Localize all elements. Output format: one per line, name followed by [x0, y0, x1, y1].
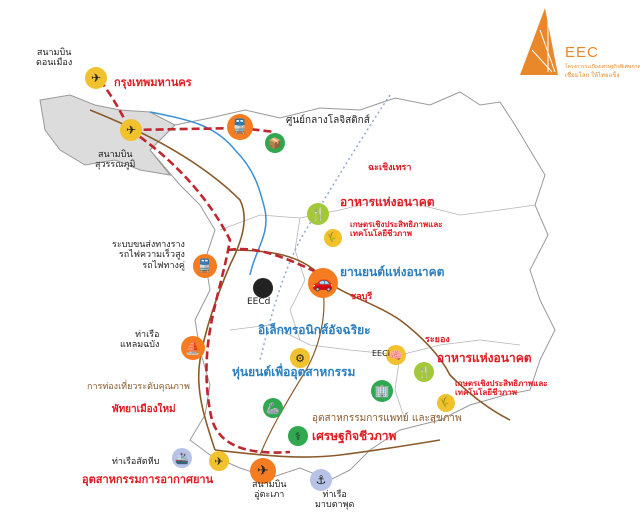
road — [214, 439, 441, 458]
label-chonburi: ชลบุรี — [350, 292, 373, 302]
river — [149, 111, 267, 276]
road — [89, 109, 245, 451]
label-map-ta-phut: ท่าเรือมาบตาพุด — [315, 490, 355, 511]
building-icon: 🏢 — [371, 380, 393, 402]
label-electronics: อิเล็กทรอนิกส์อัจฉริยะ — [258, 323, 371, 337]
province-border — [289, 217, 306, 341]
robot-arm-icon: 🦾 — [263, 398, 283, 418]
province-border — [394, 354, 406, 421]
logistics-icon: 📦 — [265, 133, 285, 153]
airplane-icon: ✈ — [250, 458, 276, 484]
label-eeci: EECi — [372, 349, 390, 358]
agriculture-icon: 🌾 — [437, 394, 455, 412]
road — [229, 249, 511, 421]
label-chachoengsao: ฉะเชิงเทรา — [368, 163, 412, 173]
eec-logo-tagline: โครงการระเบียงเศรษฐกิจพิเศษภาคตะวันออก — [565, 64, 640, 70]
label-logistics: ศูนย์กลางโลจิสติกส์ — [286, 115, 370, 126]
port-icon: ⚓ — [310, 469, 332, 491]
airplane-icon: ✈ — [120, 119, 142, 141]
eec-logo-slogan: เชื่อมโลก ให้ไทยแข็ง — [565, 72, 620, 79]
medical-icon: ⚕ — [288, 426, 308, 446]
province-border — [229, 324, 521, 356]
label-robotics: หุ่นยนต์เพื่ออุตสาหกรรม — [232, 365, 356, 379]
label-bio-economy: เศรษฐกิจชีวภาพ — [312, 429, 397, 443]
label-agri-bio-2: เกษตรเชิงประสิทธิภาพและเทคโนโลยีชีวภาพ — [455, 379, 548, 398]
road — [259, 274, 325, 456]
eec-logo-text: EEC — [565, 44, 599, 61]
car-icon: 🚗 — [308, 268, 338, 298]
label-rail-system: ระบบขนส่งทางรางรถไฟความเร็วสูงรถไฟทางคู่ — [112, 240, 185, 271]
province-border — [219, 199, 536, 231]
gear-icon: ⚙ — [290, 348, 310, 368]
brain-icon: 🧠 — [386, 345, 406, 365]
label-food-future-1: อาหารแห่งอนาคต — [340, 195, 435, 209]
label-rayong: ระยอง — [425, 335, 450, 345]
label-aviation: อุตสาหกรรมการอากาศยาน — [82, 473, 214, 486]
airplane-icon: ✈ — [85, 67, 107, 89]
cruise-ship-icon: 🚢 — [172, 448, 192, 468]
label-auto-future: ยานยนต์แห่งอนาคต — [340, 265, 445, 279]
label-food-future-2: อาหารแห่งอนาคต — [437, 351, 532, 365]
ship-icon: ⛵ — [181, 336, 205, 360]
label-bangkok: กรุงเทพมหานคร — [114, 76, 192, 89]
cloud-icon: ☁ — [253, 278, 273, 298]
label-pattaya: พัทยาเมืองใหม่ — [112, 404, 176, 415]
bangkok-region — [39, 94, 176, 176]
label-suvarnabhumi: สนามบินสุวรรณภูมิ — [95, 150, 136, 171]
label-laem-chabang: ท่าเรือแหลมฉบัง — [120, 330, 160, 351]
label-eecd: EECd — [247, 297, 271, 307]
agriculture-icon: 🌾 — [324, 229, 342, 247]
fork-knife-icon: 🍴 — [414, 362, 434, 382]
eec-logo-mark — [520, 8, 558, 75]
label-utapao: สนามบินอู่ตะเภา — [252, 480, 287, 501]
train-icon: 🚆 — [227, 114, 253, 140]
high-speed-rail — [98, 79, 276, 134]
label-tourism: การท่องเที่ยวระดับคุณภาพ — [87, 382, 190, 392]
label-medical: อุตสาหกรรมการแพทย์ และสุขภาพ — [312, 413, 462, 424]
label-agri-bio-1: เกษตรเชิงประสิทธิภาพและเทคโนโลยีชีวภาพ — [350, 220, 443, 239]
high-speed-rail — [129, 128, 291, 454]
label-sattahip: ท่าเรือสัตหีบ — [112, 457, 160, 467]
airplane-icon: ✈ — [209, 451, 229, 471]
boundary-dotted — [259, 94, 391, 361]
label-don-mueang: สนามบินดอนเมือง — [36, 48, 73, 69]
train-icon: 🚆 — [193, 254, 217, 278]
fork-knife-icon: 🍴 — [307, 203, 329, 225]
